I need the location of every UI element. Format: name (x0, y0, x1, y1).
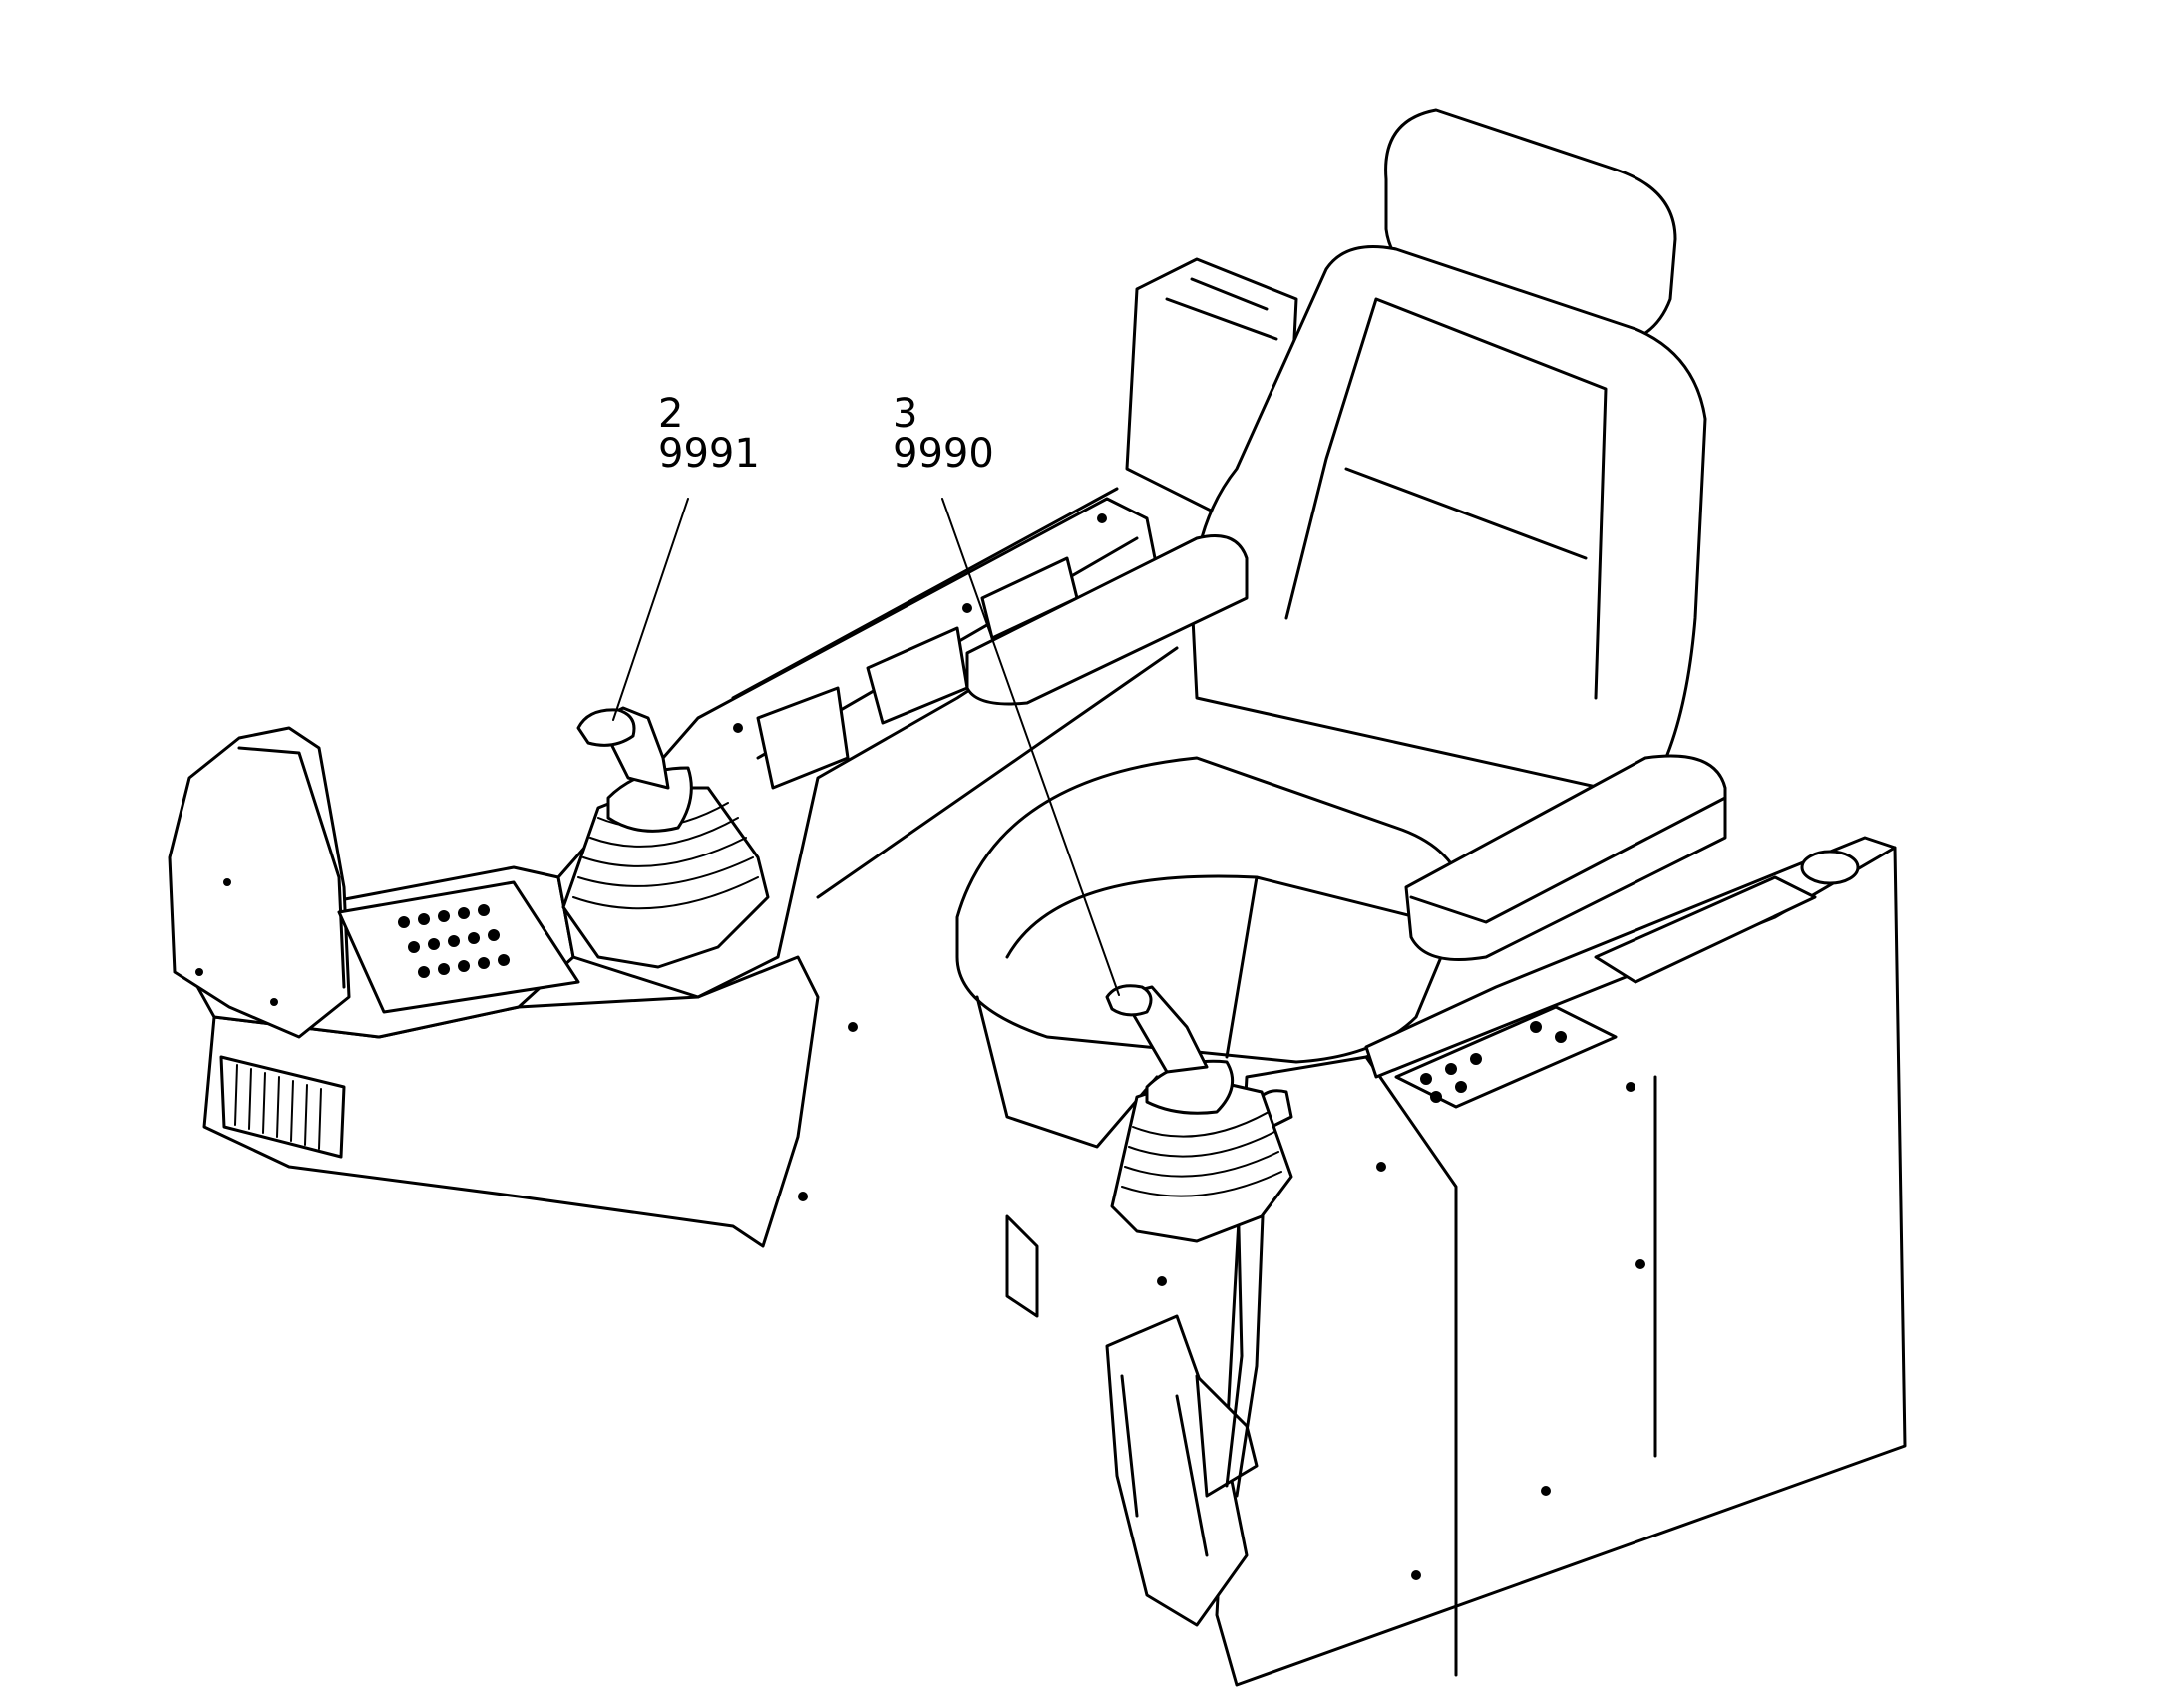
callout-item-number: 3 (893, 391, 918, 437)
leader-line-item-3 (941, 498, 1120, 996)
right-joystick (1105, 984, 1293, 1243)
callout-item-2: 2 9991 (658, 394, 760, 474)
leader-line-item-2 (612, 498, 689, 721)
leader-lines (612, 498, 1120, 996)
callout-part-number: 9991 (658, 431, 760, 477)
left-joystick (561, 706, 770, 969)
right-console (1005, 836, 1907, 1687)
callout-item-number: 2 (658, 391, 684, 437)
callout-item-3: 3 9990 (893, 394, 994, 474)
callout-part-number: 9990 (893, 431, 994, 477)
operator-seat (955, 108, 1727, 1149)
